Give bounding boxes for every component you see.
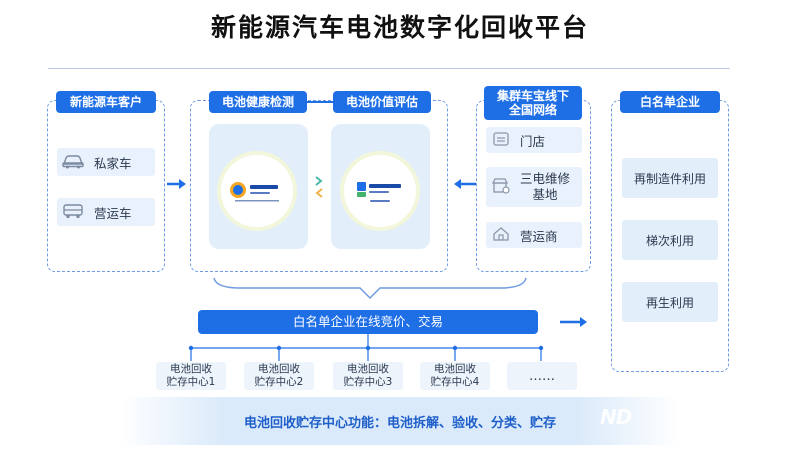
chevron-right-icon — [315, 176, 323, 186]
network-header-line2: 全国网络 — [508, 103, 557, 117]
group-brace — [213, 277, 527, 300]
assessment-group — [190, 100, 448, 272]
network-header: 集群车宝线下 全国网络 — [484, 86, 582, 120]
network-item-repair — [486, 167, 582, 207]
repair-shop-icon — [491, 177, 510, 197]
whitelist-header: 白名单企业 — [620, 91, 720, 113]
center-connector-tree — [188, 334, 544, 361]
whitelist-item-recycle: 再生利用 — [622, 282, 718, 322]
footer-note: 电池回收贮存中心功能：电池拆解、验收、分类、贮存 — [243, 416, 556, 431]
storage-center-1-line2: 贮存中心1 — [166, 376, 216, 388]
storage-center-2: 电池回收 贮存中心2 — [244, 362, 314, 390]
jiqun-logo-icon — [230, 182, 279, 202]
customer-item-commercial — [57, 198, 155, 226]
chevron-left-icon — [315, 188, 323, 198]
page-title: 新能源汽车电池数字化回收平台 — [210, 13, 589, 42]
customer-label-private: 私家车 — [94, 155, 132, 171]
van-icon — [62, 203, 84, 222]
rongyu-logo-icon — [357, 182, 401, 202]
storage-center-more: …… — [507, 362, 577, 390]
network-header-line1: 集群车宝线下 — [496, 89, 569, 103]
storage-center-more-line1: …… — [529, 368, 555, 384]
battery-health-header: 电池健康检测 — [209, 91, 307, 113]
car-icon — [62, 153, 84, 172]
arrow-customers-to-center — [167, 179, 186, 189]
arrow-bidding-to-whitelist — [560, 317, 587, 327]
storage-center-3: 电池回收 贮存中心3 — [333, 362, 403, 390]
network-item-repair-row: 三电维修 基地 — [491, 167, 570, 207]
battery-value-header: 电池价值评估 — [333, 91, 431, 113]
storage-center-3-line2: 贮存中心3 — [343, 376, 393, 388]
network-label-store: 门店 — [520, 133, 546, 149]
customer-label-commercial: 营运车 — [94, 205, 132, 221]
storage-center-3-line1: 电池回收 — [347, 363, 389, 375]
whitelist-item-remanufacture: 再制造件利用 — [622, 158, 718, 198]
battery-health-logo — [217, 151, 297, 231]
watermark-logo: ND — [600, 405, 632, 429]
network-label-operator: 营运商 — [520, 228, 558, 244]
network-label-repair: 三电维修 基地 — [520, 171, 570, 203]
arrow-network-to-center — [454, 179, 476, 189]
header-connector — [307, 101, 333, 103]
footer-band — [120, 397, 680, 445]
customer-item-private-row: 私家车 — [62, 148, 132, 176]
storage-center-2-line2: 贮存中心2 — [254, 376, 304, 388]
storage-center-1: 电池回收 贮存中心1 — [156, 362, 226, 390]
bidding-bar: 白名单企业在线竞价、交易 — [198, 310, 538, 334]
network-label-repair-line2: 基地 — [532, 187, 558, 202]
battery-value-logo — [340, 151, 420, 231]
storage-center-1-line1: 电池回收 — [170, 363, 212, 375]
network-item-operator-row: 营运商 — [492, 222, 558, 248]
storage-center-4-line1: 电池回收 — [434, 363, 476, 375]
network-item-store-row: 门店 — [492, 127, 545, 153]
network-label-repair-line1: 三电维修 — [520, 171, 571, 186]
customers-header: 新能源车客户 — [56, 91, 156, 113]
whitelist-item-cascade: 梯次利用 — [622, 220, 718, 260]
store-icon — [492, 131, 510, 150]
title-divider — [48, 68, 730, 69]
storage-center-2-line1: 电池回收 — [258, 363, 300, 375]
storage-center-4-line2: 贮存中心4 — [430, 376, 480, 388]
home-icon — [492, 226, 510, 245]
customers-group — [47, 100, 165, 272]
customer-item-commercial-row: 营运车 — [62, 198, 132, 226]
storage-center-4: 电池回收 贮存中心4 — [420, 362, 490, 390]
